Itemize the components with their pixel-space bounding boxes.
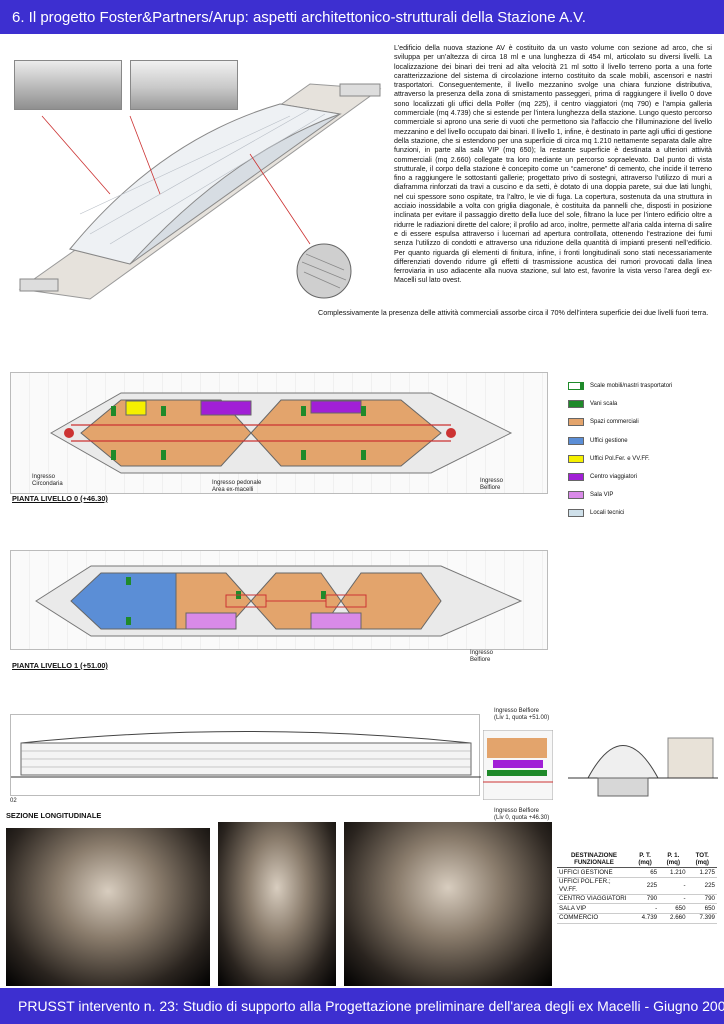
legend-label: Scale mobili/nastri trasportatori [590, 383, 673, 390]
legend-item: Uffici gestione [568, 432, 718, 450]
table-cell: - [631, 903, 660, 914]
table-cell: 650 [659, 903, 688, 914]
table-cell: 790 [687, 894, 717, 905]
functional-areas-table: DESTINAZIONE FUNZIONALE P. T. (mq) P. 1.… [557, 851, 717, 924]
interior-photo-1 [14, 60, 122, 110]
legend-item: Sala VIP [568, 486, 718, 504]
table-header-destinazione: DESTINAZIONE FUNZIONALE [557, 851, 631, 868]
table-cell: 225 [631, 877, 660, 895]
section-number: 02 [10, 798, 17, 804]
legend-item: Spazi commerciali [568, 413, 718, 431]
legend-label: Vani scala [590, 401, 618, 408]
table-row: UFFICI POL.FER.; VV.FF.225-225 [557, 877, 717, 895]
legend-swatch [568, 491, 584, 500]
legend-swatch [568, 454, 584, 463]
table-cell: COMMERCIO [557, 913, 631, 924]
table-cell: UFFICI GESTIONE [557, 867, 631, 878]
legend-item: Scale mobili/nastri trasportatori [568, 377, 718, 395]
table-cell: 65 [631, 867, 660, 878]
cross-section-belfiore [483, 730, 553, 800]
model-photo-1 [6, 828, 210, 986]
legend-swatch [568, 436, 584, 445]
section-label: SEZIONE LONGITUDINALE [6, 811, 102, 820]
table-cell: SALA VIP [557, 903, 631, 914]
label-ingresso-belfiore-1: Ingresso Belfiore [470, 650, 494, 663]
summary-text: Complessivamente la presenza delle attiv… [318, 308, 709, 317]
legend-item: Centro viaggiatori [568, 468, 718, 486]
legend-label: Centro viaggiatori [590, 474, 638, 481]
plan-level-0-label: PIANTA LIVELLO 0 (+46.30) [12, 494, 108, 503]
label-ingresso-pedonale: Ingresso pedonale Area ex-macelli [212, 480, 262, 493]
model-photo-3 [344, 822, 552, 986]
longitudinal-section [10, 714, 481, 796]
table-cell: - [659, 877, 688, 895]
legend-swatch [568, 509, 584, 518]
table-cell: - [659, 894, 688, 905]
label-ingresso-circondaria: Ingresso Circondaria [32, 474, 63, 487]
table-header-p1: P. 1. (mq) [659, 851, 688, 868]
legend-label: Sala VIP [590, 492, 614, 499]
label-belfiore-liv0: Ingresso Belfiore (Liv 0, quota +46.30) [494, 808, 550, 821]
page-title-bar: 6. Il progetto Foster&Partners/Arup: asp… [0, 0, 724, 34]
page-title: 6. Il progetto Foster&Partners/Arup: asp… [12, 9, 586, 26]
table-cell: 1.275 [687, 867, 717, 878]
table-cell: 1.210 [659, 867, 688, 878]
table-cell: 4.739 [631, 913, 660, 924]
legend-swatch [568, 382, 584, 391]
table-cell: 790 [631, 894, 660, 905]
table-cell: 7.399 [687, 913, 717, 924]
cross-section-station [568, 737, 718, 797]
interior-photo-2 [130, 60, 238, 110]
legend-item: Uffici Pol.Fer. e VV.FF. [568, 450, 718, 468]
table-cell: UFFICI POL.FER.; VV.FF. [557, 877, 631, 895]
legend-swatch [568, 473, 584, 482]
model-photo-2 [218, 822, 336, 986]
table-cell: 650 [687, 903, 717, 914]
table-cell: CENTRO VIAGGIATORI [557, 894, 631, 905]
legend-swatch [568, 400, 584, 409]
table-header-pt: P. T. (mq) [631, 851, 660, 868]
legend-item: Locali tecnici [568, 504, 718, 522]
footer-bar: PRUSST intervento n. 23: Studio di suppo… [0, 988, 724, 1024]
plan-level-1 [10, 550, 548, 650]
description-text: L’edificio della nuova stazione AV è cos… [394, 44, 712, 285]
legend-label: Spazi commerciali [590, 419, 639, 426]
legend-label: Uffici Pol.Fer. e VV.FF. [590, 455, 650, 462]
legend-label: Locali tecnici [590, 510, 625, 517]
legend-label: Uffici gestione [590, 437, 628, 444]
axonometric-drawing [18, 83, 382, 300]
table-cell: 225 [687, 877, 717, 895]
table-cell: 2.660 [659, 913, 688, 924]
plan-level-1-label: PIANTA LIVELLO 1 (+51.00) [12, 661, 108, 670]
label-belfiore-liv1: Ingresso Belfiore (Liv 1, quota +51.00) [494, 708, 550, 721]
label-ingresso-belfiore-0: Ingresso Belfiore [480, 478, 504, 491]
legend-item: Vani scala [568, 395, 718, 413]
plan-level-0 [10, 372, 548, 494]
table-header-tot: TOT. (mq) [687, 851, 717, 868]
legend-swatch [568, 418, 584, 427]
footer-text: PRUSST intervento n. 23: Studio di suppo… [18, 998, 724, 1014]
